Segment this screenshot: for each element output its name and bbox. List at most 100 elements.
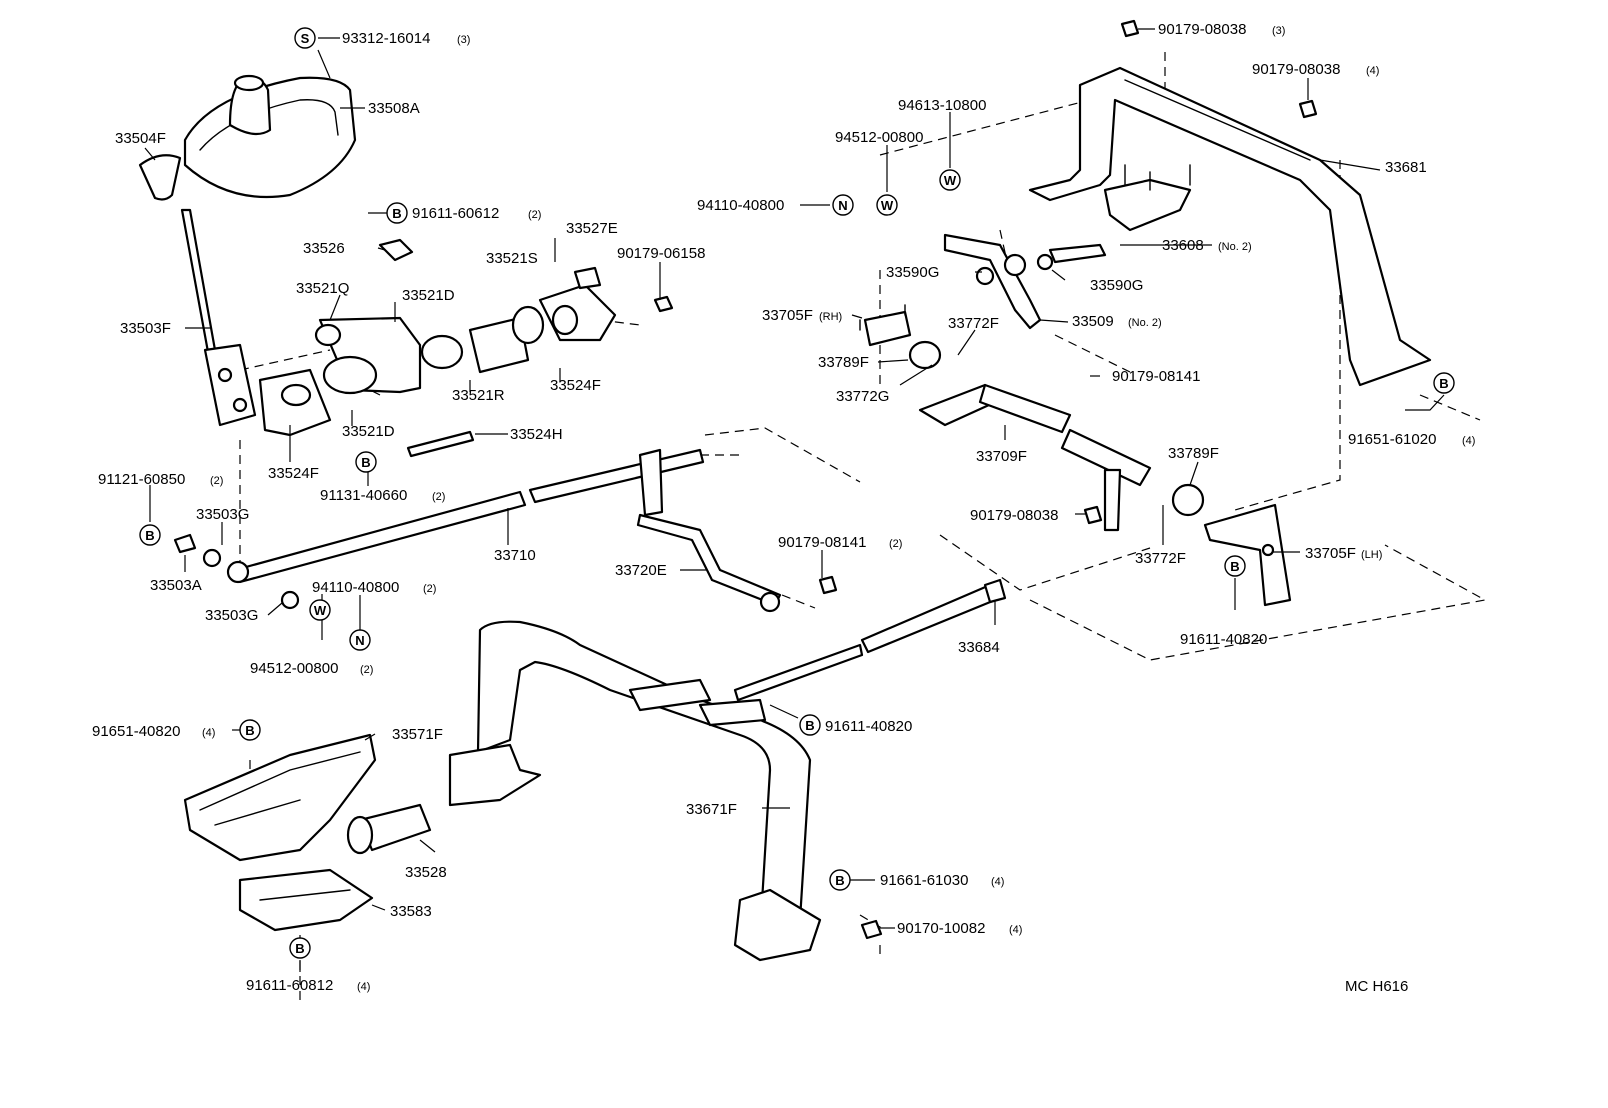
- label-33521D-top: 33521D: [402, 287, 455, 304]
- label-33503G-bot: 33503G: [205, 607, 258, 624]
- label-91611-60812: 91611-60812: [246, 977, 333, 994]
- label-91611-60812-qty: (4): [357, 981, 370, 993]
- svg-text:B: B: [1439, 376, 1448, 391]
- label-94512-00800-right: 94512-00800: [835, 129, 923, 146]
- diagram-id: MC H616: [1345, 978, 1408, 995]
- label-33509-qty: (No. 2): [1128, 317, 1162, 329]
- label-91651-61020: 91651-61020: [1348, 431, 1436, 448]
- label-33720E: 33720E: [615, 562, 667, 579]
- bushing-33789F-left: [908, 340, 942, 370]
- label-33508A: 33508A: [368, 100, 420, 117]
- label-33583: 33583: [390, 903, 432, 920]
- code-symbol-w-94613: W: [939, 169, 961, 191]
- label-33527E: 33527E: [566, 220, 618, 237]
- code-symbol-n-left: N: [349, 629, 371, 651]
- label-94110-40800-left: 94110-40800: [312, 579, 399, 596]
- label-94512-00800-left-qty: (2): [360, 664, 373, 676]
- label-90179-08141-left: 90179-08141: [778, 534, 866, 551]
- svg-text:B: B: [245, 723, 254, 738]
- leader-lines: [144, 28, 1445, 972]
- label-91661-61030-qty: (4): [991, 876, 1004, 888]
- label-94110-40800-left-qty: (2): [423, 583, 436, 595]
- code-symbol-s: S: [294, 27, 316, 49]
- label-33772F-bot: 33772F: [1135, 550, 1186, 567]
- code-symbol-b-91661: B: [829, 869, 851, 891]
- cross-member-33681: [1028, 66, 1432, 387]
- code-symbol-w-94512-right: W: [876, 194, 898, 216]
- svg-text:N: N: [355, 633, 364, 648]
- label-93312-16014-qty: (3): [457, 34, 470, 46]
- label-33571F: 33571F: [392, 726, 443, 743]
- code-symbol-b-91611-60812: B: [289, 937, 311, 959]
- label-33772G: 33772G: [836, 388, 889, 405]
- shift-rod-33710: [226, 490, 527, 584]
- label-33705F-RH: 33705F: [762, 307, 813, 324]
- pin-33524H: [406, 430, 475, 458]
- code-symbol-b-91121: B: [139, 524, 161, 546]
- label-33503F: 33503F: [120, 320, 171, 337]
- label-33509: 33509: [1072, 313, 1114, 330]
- label-33705F-LH-qty: (LH): [1361, 549, 1382, 561]
- label-33705F-RH-qty: (RH): [819, 311, 842, 323]
- nut-90179-08038-mid: [1083, 505, 1103, 525]
- svg-text:B: B: [1230, 559, 1239, 574]
- svg-text:B: B: [392, 206, 401, 221]
- label-33671F: 33671F: [686, 801, 737, 818]
- svg-text:B: B: [295, 941, 304, 956]
- label-90179-08038-right: 90179-08038: [1252, 61, 1340, 78]
- plate-33526: [378, 238, 414, 262]
- label-33521Q: 33521Q: [296, 280, 349, 297]
- bracket-33608: [1048, 164, 1192, 264]
- svg-text:S: S: [301, 31, 310, 46]
- lever-retainer-33524F: [258, 368, 332, 437]
- svg-text:W: W: [881, 198, 894, 213]
- label-33590G-right: 33590G: [1090, 277, 1143, 294]
- label-90179-08038-mid: 90179-08038: [970, 507, 1058, 524]
- label-91121-60850-qty: (2): [210, 475, 223, 487]
- nut-90179-08141: [818, 575, 838, 595]
- bracket-33527E: [538, 266, 617, 342]
- label-91131-40660: 91131-40660: [320, 487, 407, 504]
- label-90179-08141-left-qty: (2): [889, 538, 902, 550]
- label-33590G-left: 33590G: [886, 264, 939, 281]
- nut-90170-10082: [860, 919, 883, 940]
- label-91651-40820: 91651-40820: [92, 723, 180, 740]
- label-91121-60850: 91121-60850: [98, 471, 185, 488]
- tubular-bracket-33671F: [448, 620, 822, 962]
- label-91651-40820-qty: (4): [202, 727, 215, 739]
- label-90170-10082: 90170-10082: [897, 920, 985, 937]
- label-94613-10800: 94613-10800: [898, 97, 986, 114]
- svg-text:N: N: [838, 198, 847, 213]
- label-33710: 33710: [494, 547, 536, 564]
- svg-text:B: B: [361, 455, 370, 470]
- nut-90179-08038-right: [1298, 99, 1318, 119]
- floor-plate-33571F: [183, 733, 377, 862]
- svg-text:W: W: [944, 173, 957, 188]
- rod-33684: [733, 578, 1007, 702]
- label-90179-08038-right-qty: (4): [1366, 65, 1379, 77]
- label-33709F: 33709F: [976, 448, 1027, 465]
- label-33524H: 33524H: [510, 426, 563, 443]
- nut-90179-06158: [653, 295, 674, 313]
- label-91661-61030: 91661-61030: [880, 872, 968, 889]
- shift-boot: [183, 74, 357, 199]
- label-33526: 33526: [303, 240, 345, 257]
- nut-90179-08038-top: [1120, 19, 1140, 38]
- code-symbol-b-91611-40820-right: B: [1224, 555, 1246, 577]
- label-33503A: 33503A: [150, 577, 202, 594]
- label-91611-40820-right: 91611-40820: [1180, 631, 1267, 648]
- label-33681: 33681: [1385, 159, 1427, 176]
- bracket-33705F-LH: [1203, 503, 1292, 607]
- shaft-33709F: [918, 383, 1152, 532]
- label-90179-08038-top-qty: (3): [1272, 25, 1285, 37]
- code-symbol-b-91651-61020: B: [1433, 372, 1455, 394]
- label-91131-40660-qty: (2): [432, 491, 445, 503]
- code-symbol-b-91651-40820: B: [239, 719, 261, 741]
- label-33705F-LH: 33705F: [1305, 545, 1356, 562]
- part-labels: 93312-16014 (3) 33504F 33508A 91611-6061…: [92, 21, 1475, 995]
- label-91611-60612-qty: (2): [528, 209, 541, 221]
- label-93312-16014: 93312-16014: [342, 30, 430, 47]
- shift-lever: [180, 208, 257, 427]
- label-33528: 33528: [405, 864, 447, 881]
